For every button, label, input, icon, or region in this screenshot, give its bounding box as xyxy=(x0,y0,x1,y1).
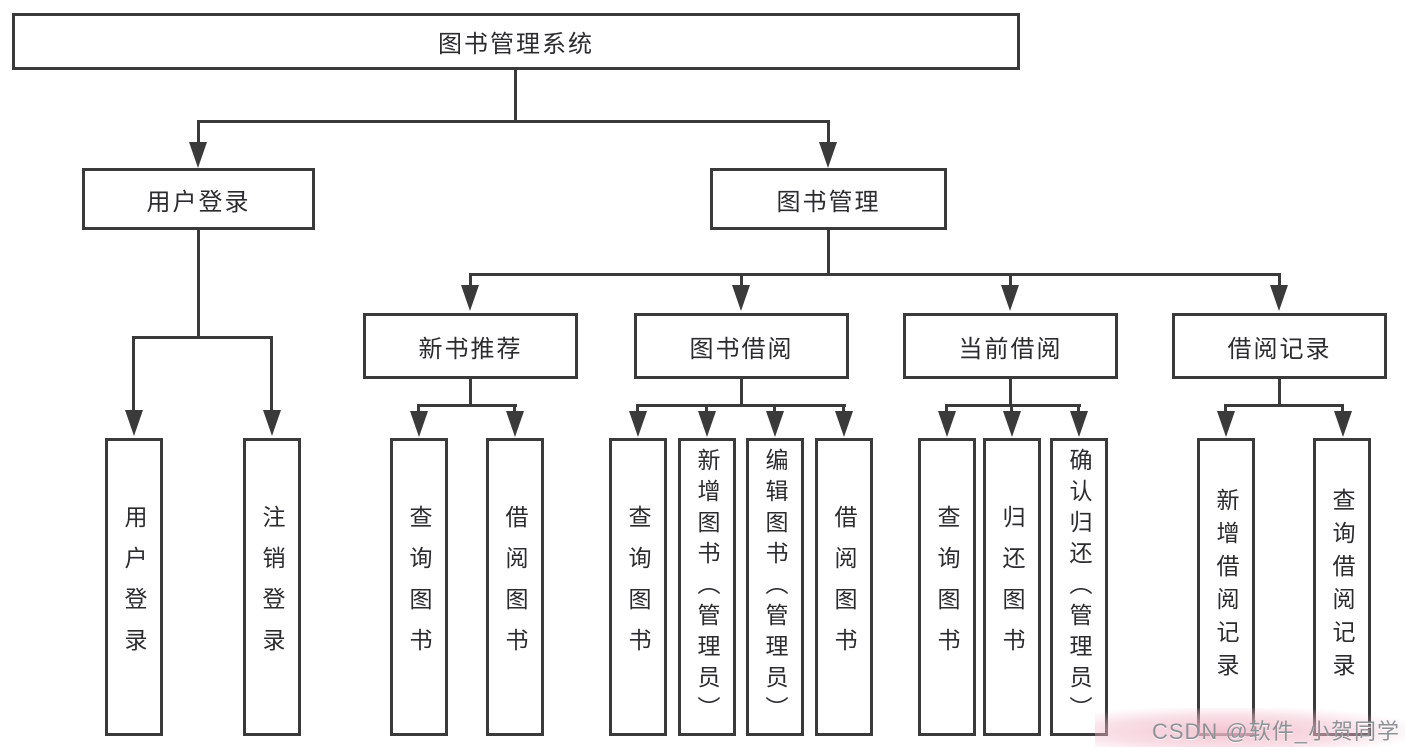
connector-line xyxy=(1278,379,1281,404)
node-label: 注销登录 xyxy=(259,505,285,669)
connector-line xyxy=(1077,404,1080,413)
connector-line xyxy=(469,379,472,404)
arrow-down-icon xyxy=(461,285,479,311)
node-root-library-system: 图书管理系统 xyxy=(12,13,1020,70)
leaf-borrow-books-recommend: 借阅图书 xyxy=(486,438,544,736)
connector-line xyxy=(945,404,1081,407)
leaf-query-books-current: 查询图书 xyxy=(918,438,976,736)
connector-line xyxy=(827,230,830,273)
node-label: 图书管理 xyxy=(776,188,881,216)
connector-line xyxy=(1009,379,1012,404)
connector-line xyxy=(1010,404,1013,413)
node-new-book-recommend: 新书推荐 xyxy=(363,313,578,379)
connector-line xyxy=(469,273,472,286)
connector-line xyxy=(773,404,776,413)
arrow-down-icon xyxy=(1334,411,1352,437)
leaf-query-borrow-record: 查询借阅记录 xyxy=(1313,438,1371,736)
arrow-down-icon xyxy=(263,410,281,436)
arrow-down-icon xyxy=(835,411,853,437)
connector-line xyxy=(197,120,200,144)
node-label: 新书推荐 xyxy=(418,335,523,363)
node-label: 确认归还（管理员） xyxy=(1066,447,1092,727)
leaf-confirm-return-admin: 确认归还（管理员） xyxy=(1050,438,1108,736)
arrow-down-icon xyxy=(698,411,716,437)
node-book-management: 图书管理 xyxy=(710,168,947,230)
node-label: 借阅图书 xyxy=(502,505,528,669)
node-label: 用户登录 xyxy=(121,505,147,669)
node-label: 用户登录 xyxy=(146,188,251,216)
node-book-borrowing: 图书借阅 xyxy=(634,313,849,379)
connector-line xyxy=(469,273,1281,276)
connector-line xyxy=(1009,273,1012,286)
node-borrowing-records: 借阅记录 xyxy=(1172,313,1387,379)
connector-line xyxy=(197,230,200,336)
arrow-down-icon xyxy=(938,411,956,437)
connector-line xyxy=(132,336,273,339)
arrow-down-icon xyxy=(189,142,207,168)
connector-line xyxy=(417,404,420,413)
leaf-query-books-recommend: 查询图书 xyxy=(390,438,448,736)
arrow-down-icon xyxy=(819,142,837,168)
leaf-query-books-borrowing: 查询图书 xyxy=(609,438,667,736)
arrow-down-icon xyxy=(1217,411,1235,437)
node-label: 查询图书 xyxy=(625,505,651,669)
connector-line xyxy=(740,273,743,286)
arrow-down-icon xyxy=(1270,285,1288,311)
node-label: 图书借阅 xyxy=(689,335,794,363)
connector-line xyxy=(842,404,845,413)
arrow-down-icon xyxy=(1003,411,1021,437)
node-current-borrowing: 当前借阅 xyxy=(903,313,1118,379)
node-label: 当前借阅 xyxy=(958,335,1063,363)
leaf-edit-books-admin: 编辑图书（管理员） xyxy=(746,438,804,736)
leaf-logout: 注销登录 xyxy=(243,438,301,736)
node-label: 编辑图书（管理员） xyxy=(762,447,788,727)
connector-line xyxy=(270,336,273,412)
arrow-down-icon xyxy=(125,410,143,436)
node-label: 借阅图书 xyxy=(831,505,857,669)
watermark-text: CSDN @软件_小贺同学 xyxy=(1151,719,1400,744)
leaf-add-books-admin: 新增图书（管理员） xyxy=(678,438,736,736)
connector-line xyxy=(1224,404,1344,407)
arrow-down-icon xyxy=(506,411,524,437)
connector-line xyxy=(705,404,708,413)
connector-line xyxy=(740,379,743,404)
node-label: 查询借阅记录 xyxy=(1329,488,1355,686)
node-label: 借阅记录 xyxy=(1227,335,1332,363)
connector-line xyxy=(132,336,135,412)
arrow-down-icon xyxy=(410,411,428,437)
node-user-login: 用户登录 xyxy=(82,168,315,230)
connector-line xyxy=(1341,404,1344,413)
arrow-down-icon xyxy=(766,411,784,437)
arrow-down-icon xyxy=(732,285,750,311)
connector-line xyxy=(945,404,948,413)
node-label: 归还图书 xyxy=(999,505,1025,669)
connector-line xyxy=(1278,273,1281,286)
connector-line xyxy=(197,120,830,123)
arrow-down-icon xyxy=(1070,411,1088,437)
leaf-add-borrow-record: 新增借阅记录 xyxy=(1197,438,1255,736)
arrow-down-icon xyxy=(1001,285,1019,311)
connector-line xyxy=(636,404,639,413)
connector-line xyxy=(513,404,516,413)
leaf-user-login: 用户登录 xyxy=(105,438,163,736)
node-label: 新增图书（管理员） xyxy=(694,447,720,727)
leaf-borrow-books-borrowing: 借阅图书 xyxy=(815,438,873,736)
node-label: 查询图书 xyxy=(934,505,960,669)
connector-line xyxy=(827,120,830,144)
node-label: 查询图书 xyxy=(406,505,432,669)
leaf-return-books: 归还图书 xyxy=(983,438,1041,736)
connector-line xyxy=(636,404,846,407)
connector-line xyxy=(417,404,517,407)
arrow-down-icon xyxy=(629,411,647,437)
connector-line xyxy=(1224,404,1227,413)
node-label: 图书管理系统 xyxy=(438,31,594,58)
node-label: 新增借阅记录 xyxy=(1213,488,1239,686)
connector-line xyxy=(514,70,517,120)
